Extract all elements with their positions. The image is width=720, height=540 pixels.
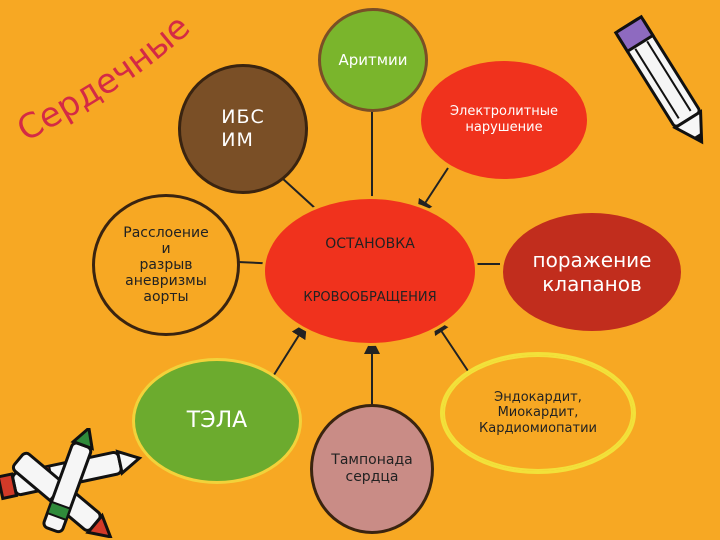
- node-valves: поражение клапанов: [500, 210, 684, 334]
- crayons-icon: [0, 428, 143, 538]
- node-electrolyte-label: Электролитные нарушение: [449, 104, 559, 135]
- node-dissection: Расслоение и разрыв аневризмы аорты: [92, 194, 240, 336]
- node-valves-label: поражение клапанов: [532, 248, 652, 296]
- pencil-icon: [613, 14, 704, 145]
- node-ibs: ИБС ИМ: [178, 64, 308, 194]
- node-endocarditis-label: Эндокардит, Миокардит, Кардиомиопатии: [479, 389, 597, 436]
- node-electrolyte: Электролитные нарушение: [418, 58, 590, 182]
- node-center: ОСТАНОВКА КРОВООБРАЩЕНИЯ: [262, 196, 478, 346]
- node-tamponade-label: Тампонада сердца: [331, 452, 413, 485]
- node-tamponade: Тампонада сердца: [310, 404, 434, 534]
- node-arrhythmia: Аритмии: [318, 8, 428, 112]
- title-word-text: Сердечные: [18, 12, 198, 150]
- node-tela: ТЭЛА: [132, 358, 302, 484]
- center-line1: ОСТАНОВКА: [325, 235, 415, 252]
- node-dissection-label: Расслоение и разрыв аневризмы аорты: [123, 224, 209, 306]
- node-tela-label: ТЭЛА: [186, 407, 248, 433]
- arrow-endocarditis-to-center: [432, 318, 471, 375]
- node-ibs-label: ИБС ИМ: [221, 106, 265, 151]
- svg-text:Сердечные: Сердечные: [18, 12, 198, 150]
- node-endocarditis: Эндокардит, Миокардит, Кардиомиопатии: [440, 352, 636, 474]
- title-word: Сердечные: [18, 12, 198, 150]
- node-arrhythmia-label: Аритмии: [338, 51, 408, 69]
- center-line2: КРОВООБРАЩЕНИЯ: [303, 290, 437, 306]
- arrow-tela-to-center: [271, 322, 308, 379]
